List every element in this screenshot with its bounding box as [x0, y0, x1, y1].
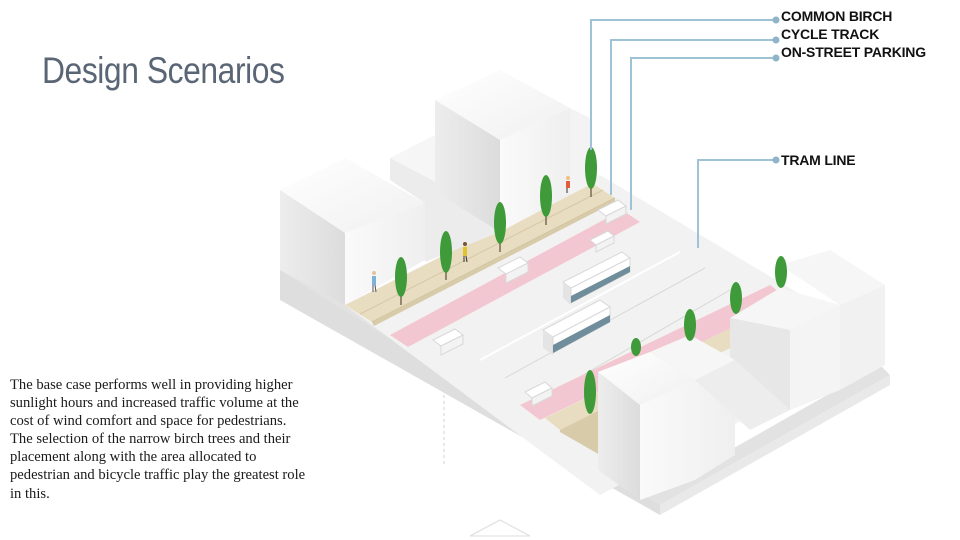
birch-tree — [395, 257, 407, 305]
birch-tree — [684, 309, 696, 341]
birch-tree — [494, 202, 506, 252]
birch-tree — [631, 338, 641, 356]
pedestrians — [372, 176, 570, 293]
callout-common-birch: COMMON BIRCH — [781, 8, 893, 24]
tram-vehicles — [432, 199, 631, 407]
building-tower — [390, 70, 590, 262]
birch-tree — [540, 175, 552, 225]
leader-on-street-parking — [630, 57, 776, 210]
birch-tree — [440, 231, 452, 280]
leader-common-birch — [590, 19, 776, 150]
slide-title: Design Scenarios — [42, 50, 285, 91]
callout-tram-line: TRAM LINE — [781, 152, 856, 168]
pedestrian — [463, 242, 468, 263]
scenario-description: The base case performs well in providing… — [10, 377, 306, 502]
callout-leaders — [590, 16, 780, 248]
pedestrian — [566, 176, 570, 193]
birch-tree — [730, 282, 742, 314]
leader-tram-line — [697, 159, 776, 248]
building-right — [598, 250, 885, 500]
callout-cycle-track: CYCLE TRACK — [781, 26, 880, 42]
birch-trees — [395, 147, 787, 414]
building-left — [280, 158, 425, 305]
pedestrian — [372, 271, 377, 293]
birch-tree — [585, 147, 597, 197]
leader-cycle-track — [610, 39, 776, 195]
birch-tree — [775, 256, 787, 288]
birch-tree — [584, 370, 596, 414]
callout-on-street-parking: ON-STREET PARKING — [781, 44, 926, 60]
